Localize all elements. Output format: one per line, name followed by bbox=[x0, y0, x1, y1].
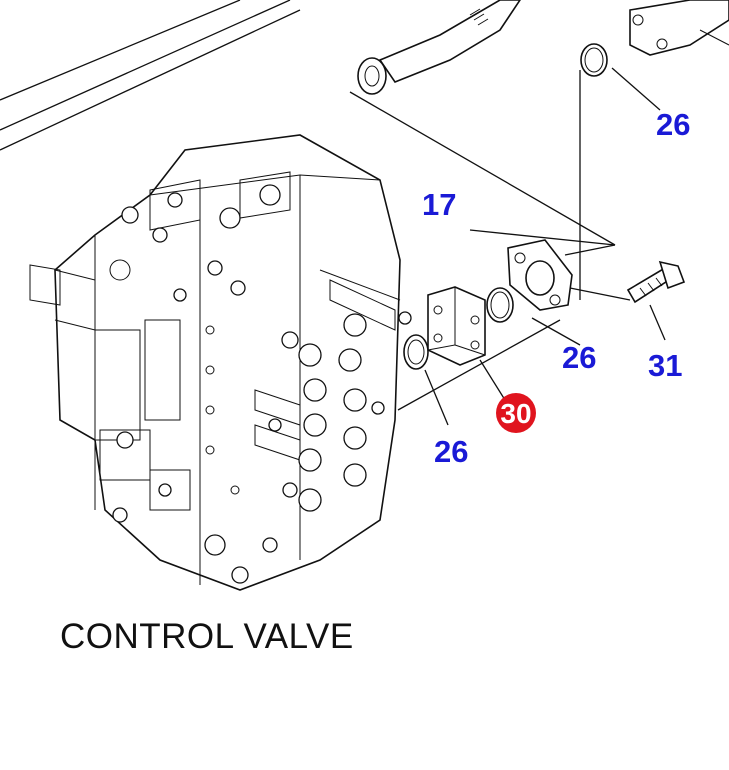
diagram-caption: CONTROL VALVE bbox=[60, 617, 354, 656]
hose-fitting-top bbox=[357, 0, 521, 95]
callout-30-highlight[interactable]: 30 bbox=[496, 393, 536, 433]
callout-26-mid[interactable]: 26 bbox=[562, 340, 596, 375]
split-flange-17 bbox=[507, 239, 573, 311]
hose-lines bbox=[0, 0, 301, 151]
block-30 bbox=[427, 286, 486, 366]
bolt-31 bbox=[626, 260, 686, 304]
callout-26-bottom[interactable]: 26 bbox=[434, 434, 468, 469]
callout-17[interactable]: 17 bbox=[422, 187, 456, 222]
callout-30[interactable]: 30 bbox=[500, 398, 531, 429]
callout-31[interactable]: 31 bbox=[648, 348, 682, 383]
flange-fitting-top-right bbox=[629, 0, 729, 56]
o-ring-26-bottom bbox=[403, 334, 429, 370]
o-ring-26-mid bbox=[486, 287, 514, 323]
leader-lines bbox=[349, 67, 666, 426]
o-ring-26-top bbox=[580, 43, 608, 77]
control-valve-body bbox=[29, 134, 412, 591]
highlight-circle bbox=[496, 393, 536, 433]
callout-26-top[interactable]: 26 bbox=[656, 107, 690, 142]
